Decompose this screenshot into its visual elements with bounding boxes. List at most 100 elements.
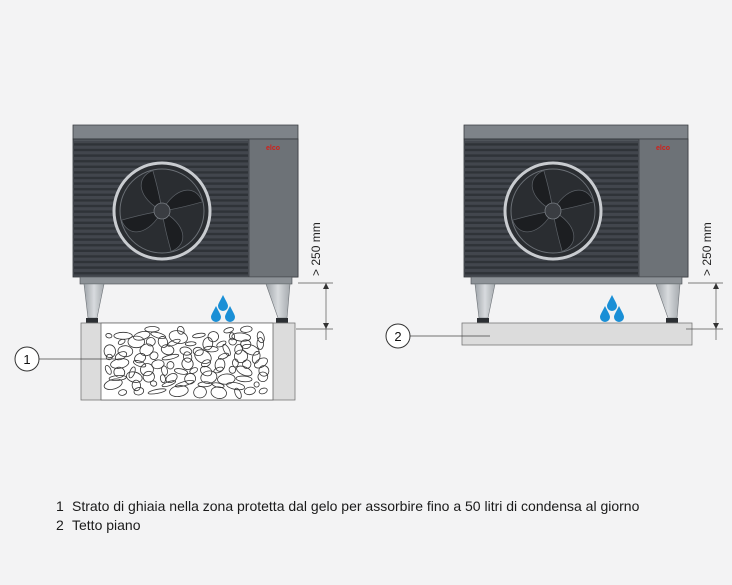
- pebble: [253, 381, 260, 388]
- pebble: [234, 387, 242, 399]
- legend-number: 1: [56, 498, 64, 514]
- pebble: [184, 341, 197, 347]
- pebble: [131, 379, 141, 392]
- heat-pump-unit-right: elco: [463, 124, 689, 323]
- dimension-indicator-left: [296, 282, 333, 340]
- pebble: [202, 337, 214, 351]
- callout-2: 2: [385, 323, 490, 349]
- pebble: [256, 331, 265, 344]
- svg-text:2: 2: [394, 329, 401, 344]
- pebble: [233, 349, 248, 364]
- pebble: [192, 332, 206, 339]
- pebble: [228, 337, 237, 346]
- pebble: [103, 378, 123, 390]
- brand-logo: elco: [656, 145, 670, 152]
- legend-item-2: 2 Tetto piano: [56, 516, 639, 535]
- pebble: [145, 337, 156, 347]
- pebble: [139, 343, 154, 357]
- unit-leg-right: [655, 283, 681, 319]
- pebble: [192, 346, 204, 357]
- brand-logo: elco: [266, 145, 280, 152]
- legend-text: Tetto piano: [72, 517, 141, 533]
- unit-leg-right: [265, 283, 291, 319]
- pebble: [193, 386, 207, 399]
- installation-diagram: elco 1: [14, 124, 723, 401]
- pebble: [194, 349, 212, 364]
- callout-1: 1: [14, 346, 116, 372]
- pebble: [218, 352, 230, 360]
- pebble: [200, 370, 218, 384]
- heat-pump-unit-left: elco: [72, 124, 299, 323]
- pebble: [103, 344, 116, 358]
- pebble: [159, 374, 166, 384]
- pebble: [210, 386, 227, 399]
- legend: 1 Strato di ghiaia nella zona protetta d…: [56, 497, 639, 535]
- pebble: [197, 381, 212, 388]
- pebble: [127, 335, 146, 349]
- unit-leg-left: [83, 283, 105, 319]
- pebble: [113, 366, 126, 378]
- legend-item-1: 1 Strato di ghiaia nella zona protetta d…: [56, 497, 639, 516]
- pebble: [181, 357, 194, 371]
- pebble: [133, 360, 147, 368]
- dimension-indicator-right: [686, 282, 723, 340]
- pebble: [235, 375, 253, 383]
- pebble: [117, 338, 126, 345]
- pebble: [179, 346, 193, 356]
- pebble: [222, 343, 231, 357]
- pebble: [258, 365, 270, 377]
- pebble: [110, 358, 130, 369]
- unit-base-plate: [79, 276, 293, 285]
- pebble: [161, 365, 168, 376]
- pebble: [104, 365, 112, 375]
- pebble: [140, 363, 154, 377]
- pebble: [240, 339, 252, 350]
- pebble: [228, 365, 237, 374]
- pebble: [118, 389, 128, 396]
- pebble: [211, 382, 225, 388]
- pebble: [214, 358, 226, 372]
- pebble: [169, 385, 189, 398]
- pebble: [240, 325, 253, 333]
- pebble: [232, 358, 239, 368]
- pebble: [251, 351, 261, 364]
- pebble: [201, 359, 212, 368]
- pebble: [207, 331, 219, 343]
- pebble: [257, 371, 269, 383]
- pebble: [105, 333, 113, 339]
- pebble: [189, 367, 198, 374]
- pebble: [166, 338, 181, 347]
- pebble: [182, 351, 193, 363]
- unit-top-cap: [72, 124, 299, 140]
- unit-leg-left: [474, 283, 496, 319]
- unit-top-cap: [463, 124, 689, 140]
- pebble: [149, 351, 159, 360]
- pebble: [150, 380, 158, 387]
- flat-roof-slab: [461, 322, 693, 346]
- legend-number: 2: [56, 517, 64, 533]
- pebble: [142, 370, 155, 383]
- dimension-label-right: > 250 mm: [700, 222, 714, 276]
- pebble: [231, 332, 251, 342]
- pebble: [174, 368, 188, 375]
- pebble: [236, 365, 253, 377]
- pebble: [166, 361, 175, 370]
- gravel-foundation: [80, 322, 296, 401]
- pebble: [133, 331, 151, 341]
- pebble: [243, 386, 256, 396]
- pebble: [256, 337, 264, 350]
- dimension-label-left: > 250 mm: [309, 222, 323, 276]
- pebble: [200, 365, 213, 377]
- pebble: [105, 353, 113, 361]
- pebble: [165, 373, 178, 384]
- fan-icon: [112, 161, 212, 261]
- water-drops-icon: [600, 295, 624, 322]
- pebble: [258, 387, 268, 395]
- water-drops-icon: [211, 295, 235, 322]
- pebble: [161, 380, 176, 388]
- unit-base-plate: [470, 276, 683, 285]
- pebble: [128, 366, 136, 379]
- pebble: [133, 387, 145, 396]
- svg-text:1: 1: [23, 352, 30, 367]
- pebble: [176, 325, 185, 335]
